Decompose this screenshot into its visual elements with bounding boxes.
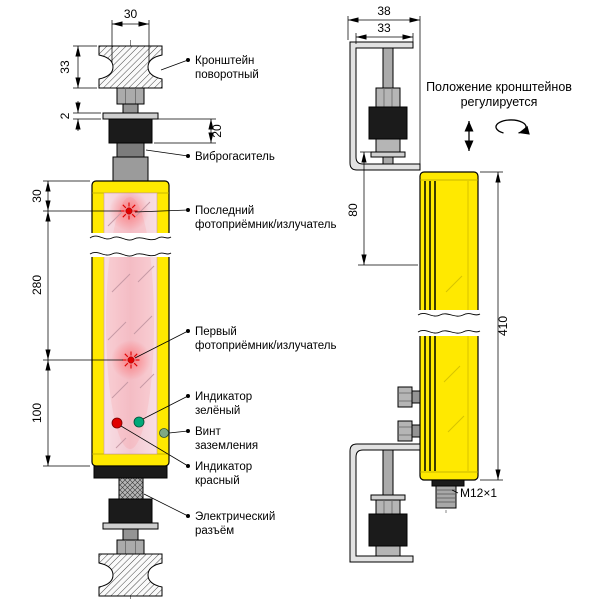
front-top-plate	[102, 112, 159, 120]
dim-front-bracket-width: 30	[124, 7, 138, 21]
first-receiver-dot	[121, 350, 141, 370]
dim-side-bracket-flat: 33	[377, 21, 391, 35]
side-connector	[435, 485, 457, 509]
dimensions-front: 30 33 2 20 30 280 100	[30, 7, 224, 467]
label-bracket-line2: поворотный	[195, 69, 259, 81]
front-top-damper	[108, 118, 153, 144]
label-connector-line1: Электрический	[195, 511, 275, 523]
dim-front-plate-thickness: 2	[58, 112, 72, 119]
dim-front-receiver-span: 280	[30, 275, 44, 295]
dim-connector-thread: M12×1	[460, 486, 497, 500]
label-last-receiver-line1: Последний	[195, 205, 254, 217]
side-top-bolt-stack	[368, 47, 408, 165]
label-last-receiver-line2: фотоприёмник/излучатель	[195, 219, 337, 231]
label-indicator-green-line1: Индикатор	[195, 391, 252, 403]
dim-side-mount-offset: 80	[346, 203, 360, 217]
side-mount-bolt-1	[397, 386, 421, 408]
side-mount-bolt-2	[397, 420, 421, 442]
label-ground-screw-line1: Винт	[195, 426, 221, 438]
side-view	[349, 41, 481, 563]
label-ground-screw-line2: заземления	[195, 440, 258, 452]
front-bottom-plate	[102, 522, 159, 530]
glass-shine-lines	[107, 201, 155, 449]
dimensions-side: 38 33 80 410 M12×1	[346, 4, 510, 500]
dim-front-top-offset: 30	[30, 189, 44, 203]
ground-screw-dot	[159, 428, 169, 438]
dim-front-bottom-span: 100	[30, 403, 44, 423]
note-line2: регулируется	[461, 95, 538, 109]
label-first-receiver-line1: Первый	[195, 326, 237, 338]
front-bottom-damper	[108, 498, 153, 524]
indicator-green-dot	[133, 416, 145, 428]
side-bottom-bolt-stack	[368, 449, 408, 557]
label-bracket-line1: Кронштейн	[195, 55, 254, 67]
note-line1: Положение кронштейнов	[426, 80, 572, 94]
front-top-stem-upper	[116, 142, 145, 158]
indicator-red-dot	[111, 417, 123, 429]
front-connector	[118, 477, 144, 500]
label-indicator-green-line2: зелёный	[195, 405, 240, 417]
label-indicator-red-line2: красный	[195, 475, 240, 487]
dim-front-bracket-height: 33	[58, 60, 72, 74]
dim-side-body-length: 410	[496, 316, 510, 336]
callouts: Кронштейн поворотный Виброгаситель После…	[120, 55, 337, 537]
side-shine-lines	[443, 275, 465, 433]
front-top-stem-lower	[112, 156, 149, 182]
label-damper: Виброгаситель	[195, 151, 275, 163]
front-bottom-bolt	[116, 528, 145, 555]
side-break	[417, 310, 481, 336]
dim-side-bracket-depth: 38	[377, 4, 391, 18]
front-break	[89, 233, 172, 257]
front-bottom-cap	[93, 465, 168, 479]
front-view	[89, 40, 172, 600]
front-bottom-bracket	[98, 553, 163, 597]
label-first-receiver-line2: фотоприёмник/излучатель	[195, 340, 337, 352]
last-receiver-dot	[119, 201, 139, 221]
side-bottom-bracket	[349, 443, 421, 563]
dim-front-damper-height: 20	[210, 124, 224, 138]
label-indicator-red-line1: Индикатор	[195, 461, 252, 473]
note-block: Положение кронштейнов регулируется	[426, 80, 572, 151]
label-connector-line2: разъём	[195, 525, 234, 537]
rotate-arrow-icon	[495, 119, 530, 135]
